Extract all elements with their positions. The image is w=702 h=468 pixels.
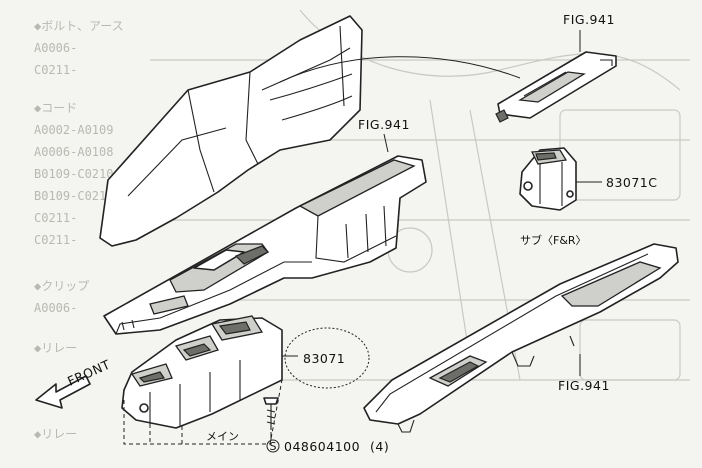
sub-power-window-switch xyxy=(519,147,577,211)
bg-row8: C0211- xyxy=(34,233,77,247)
leader-lines xyxy=(282,30,602,376)
mounting-screw xyxy=(263,397,279,440)
door-trim-panel xyxy=(99,15,521,247)
fig-941-bottom-right: FIG.941 xyxy=(558,378,610,393)
part-number-circle xyxy=(284,327,370,389)
screw-symbol: S xyxy=(270,440,277,453)
fig-941-center: FIG.941 xyxy=(358,117,410,132)
lower-armrest-panel xyxy=(363,243,679,433)
bg-row6: B0109-C0210 xyxy=(34,189,113,203)
fig-941-top-right: FIG.941 xyxy=(563,12,615,27)
main-switch-caption: メイン xyxy=(206,430,239,443)
bg-row2: C0211- xyxy=(34,63,77,77)
bg-header: ◆ボルト、アース xyxy=(34,19,124,33)
screw-symbol-circle xyxy=(266,439,280,453)
sub-switch-bezel xyxy=(495,51,617,123)
bg-row3: A0002-A0109 xyxy=(34,123,113,137)
part-number-83071c: 83071C xyxy=(606,175,658,190)
bg-section4: ◆リレー xyxy=(34,341,77,355)
bg-section3: ◆クリップ xyxy=(34,279,89,293)
main-power-window-switch xyxy=(121,315,283,445)
part-number-83071: 83071 xyxy=(303,351,345,366)
bg-section2: ◆コード xyxy=(34,101,77,115)
bg-row7: C0211- xyxy=(34,211,77,225)
sub-switch-caption: サブ〈F&R〉 xyxy=(520,233,587,247)
screw-part-number: 048604100 xyxy=(284,439,360,454)
main-armrest-panel xyxy=(103,155,427,335)
bg-row9: A0006- xyxy=(34,301,77,315)
bg-row4: A0006-A0108 xyxy=(34,145,113,159)
bg-row1: A0006- xyxy=(34,41,77,55)
screw-callout: S 048604100 (4) xyxy=(266,439,389,454)
front-direction-arrow: FRONT xyxy=(35,357,113,409)
screw-quantity: (4) xyxy=(370,439,389,454)
bg-section5: ◆リレー xyxy=(34,427,77,441)
bg-row5: B0109-C0210 xyxy=(34,167,113,181)
